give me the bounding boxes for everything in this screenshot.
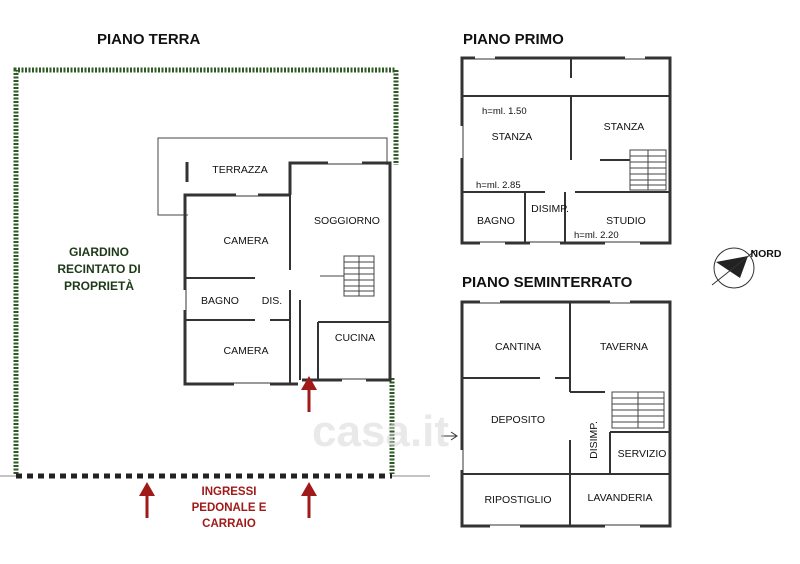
basement-stairs — [611, 391, 665, 429]
basement-entry-arrow — [441, 431, 458, 441]
room-label-ripostiglio: RIPOSTIGLIO — [484, 494, 551, 506]
ground-floor-title: PIANO TERRA — [97, 31, 201, 48]
garden-label-line3: PROPRIETÀ — [64, 278, 134, 293]
room-label-disimp-seminterrato: DISIMP. — [588, 421, 600, 459]
terrace — [157, 137, 388, 216]
first-floor-walls — [460, 56, 672, 245]
room-label-dis: DIS. — [262, 295, 282, 307]
room-label-servizio: SERVIZIO — [618, 448, 667, 460]
ground-floor-walls — [183, 161, 392, 386]
room-label-cantina: CANTINA — [495, 341, 541, 353]
basement-title: PIANO SEMINTERRATO — [462, 274, 633, 291]
room-label-deposito: DEPOSITO — [491, 414, 545, 426]
room-label-camera-1: CAMERA — [224, 235, 269, 247]
height-label-1: h=ml. 1.50 — [482, 106, 527, 117]
entrance-arrow-house — [301, 376, 317, 412]
garden-hedge — [13, 67, 399, 474]
room-label-bagno: BAGNO — [201, 295, 239, 307]
entrances-label-line2: PEDONALE E — [192, 502, 267, 514]
height-label-2: h=ml. 2.85 — [476, 180, 521, 191]
room-label-soggiorno: SOGGIORNO — [314, 215, 380, 227]
room-label-terrazza: TERRAZZA — [212, 164, 267, 176]
room-label-stanza-1: STANZA — [492, 131, 533, 143]
basement-walls — [460, 300, 672, 528]
room-label-cucina: CUCINA — [335, 332, 375, 344]
compass-label: NORD — [751, 248, 782, 260]
room-label-bagno-primo: BAGNO — [477, 215, 515, 227]
entrances-label: INGRESSI PEDONALE E CARRAIO — [192, 486, 267, 530]
room-label-stanza-2: STANZA — [604, 121, 645, 133]
entrance-arrow-vehicle — [301, 482, 317, 518]
room-label-disimp-primo: DISIMP. — [531, 203, 569, 215]
garden-label-line2: RECINTATO DI — [57, 262, 140, 276]
compass — [711, 247, 757, 289]
room-label-taverna: TAVERNA — [600, 341, 648, 353]
first-floor-title: PIANO PRIMO — [463, 31, 564, 48]
room-label-lavanderia: LAVANDERIA — [588, 492, 653, 504]
entrances-label-line3: CARRAIO — [202, 518, 256, 530]
first-floor-stairs — [629, 149, 667, 191]
height-label-3: h=ml. 2.20 — [574, 230, 619, 241]
watermark: casa.it — [312, 407, 449, 456]
entrance-arrow-pedestrian — [139, 482, 155, 518]
ground-floor-stairs — [320, 255, 375, 297]
room-label-camera-2: CAMERA — [224, 345, 269, 357]
entrances-label-line1: INGRESSI — [202, 486, 257, 498]
garden-label: GIARDINO RECINTATO DI PROPRIETÀ — [57, 245, 140, 293]
room-label-studio: STUDIO — [606, 215, 646, 227]
garden-label-line1: GIARDINO — [69, 245, 129, 259]
